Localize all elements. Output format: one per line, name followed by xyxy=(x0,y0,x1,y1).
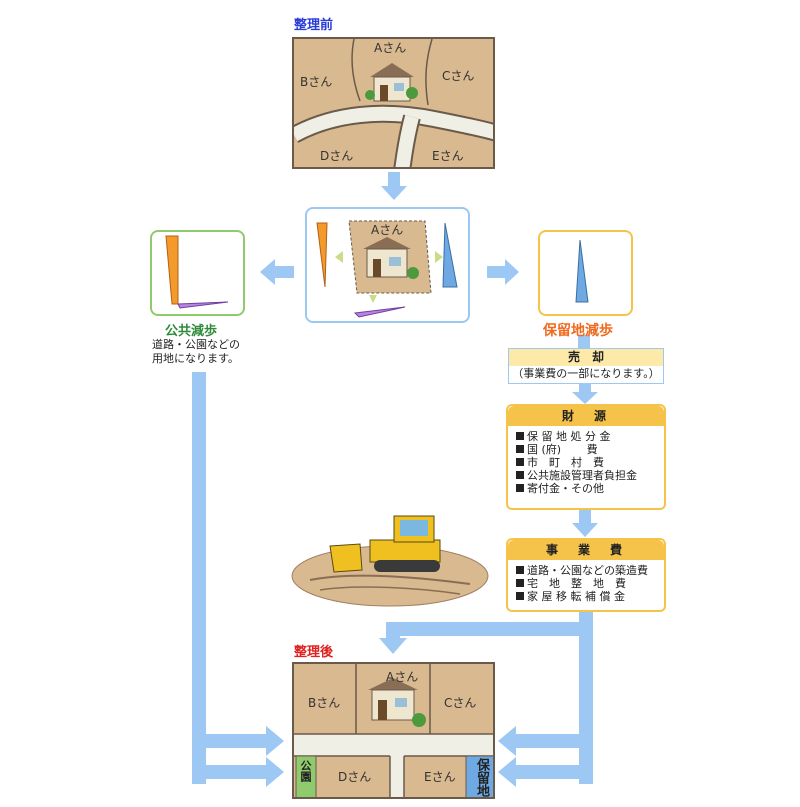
before-plot-a: Aさん xyxy=(374,41,407,55)
reserve-reduction-shape xyxy=(575,239,589,303)
cost-card: 事 業 費 道路・公園などの築造費 宅 地 整 地 費 家 屋 移 転 補 償 … xyxy=(506,538,666,612)
public-reduction-title: 公共減歩 xyxy=(165,324,218,339)
funding-title: 財 源 xyxy=(508,406,664,426)
funding-item: 公共施設管理者負担金 xyxy=(516,469,637,482)
before-plot-c: Cさん xyxy=(442,69,475,83)
before-plot-b: Bさん xyxy=(300,75,333,89)
sale-note: （事業費の一部になります。） xyxy=(512,367,660,380)
before-land-map: Aさん Bさん Cさん Dさん Eさん xyxy=(292,37,495,169)
funding-item: 寄付金・その他 xyxy=(516,482,637,495)
funding-item: 市 町 村 費 xyxy=(516,456,637,469)
sale-title: 売 却 xyxy=(509,349,663,366)
after-reserve-label: 保留地 xyxy=(474,758,489,797)
before-plot-e: Eさん xyxy=(432,149,464,163)
after-land-map: Aさん Bさん Cさん Dさん Eさん 公園 保留地 xyxy=(292,662,495,799)
middle-shapes xyxy=(316,220,458,318)
after-plot-c: Cさん xyxy=(444,696,477,710)
cost-item: 家 屋 移 転 補 償 金 xyxy=(516,590,648,603)
before-house-icon xyxy=(365,63,418,102)
sale-box: 売 却 （事業費の一部になります。） xyxy=(508,348,664,384)
middle-plot-a: Aさん xyxy=(371,223,404,237)
cost-item: 宅 地 整 地 費 xyxy=(516,577,648,590)
after-park-label: 公園 xyxy=(299,760,312,782)
before-road xyxy=(294,39,493,167)
cost-item: 道路・公園などの築造費 xyxy=(516,564,648,577)
after-plot-b: Bさん xyxy=(308,696,341,710)
bulldozer-illustration xyxy=(291,515,489,607)
cost-title: 事 業 費 xyxy=(508,540,664,560)
middle-division-box: Aさん xyxy=(305,207,470,323)
after-plot-e: Eさん xyxy=(424,770,456,784)
funding-card: 財 源 保 留 地 処 分 金 国 (府) 費 市 町 村 費 公共施設管理者負… xyxy=(506,404,666,510)
after-grid xyxy=(294,664,493,797)
before-title: 整理前 xyxy=(294,18,334,33)
funding-item: 保 留 地 処 分 金 xyxy=(516,430,637,443)
public-reduction-note-1: 道路・公園などの xyxy=(152,338,240,351)
reserve-reduction-box xyxy=(538,230,633,316)
public-reduction-shape xyxy=(165,235,229,309)
after-plot-a: Aさん xyxy=(386,670,419,684)
public-reduction-note-2: 用地になります。 xyxy=(152,352,239,365)
funding-item: 国 (府) 費 xyxy=(516,443,637,456)
reserve-reduction-title: 保留地減歩 xyxy=(543,323,613,339)
public-reduction-box xyxy=(150,230,245,316)
after-title: 整理後 xyxy=(294,645,334,660)
before-plot-d: Dさん xyxy=(320,149,354,163)
after-plot-d: Dさん xyxy=(338,770,372,784)
